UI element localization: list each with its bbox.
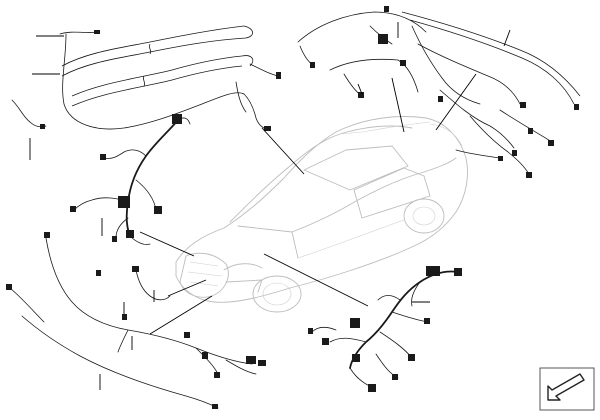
front-bumper-harness	[6, 232, 266, 409]
cable-duct	[61, 25, 254, 107]
leader-lines	[29, 22, 511, 390]
back-arrow-button[interactable]	[539, 367, 595, 411]
back-arrow-icon	[547, 373, 585, 401]
engine-harness	[70, 114, 191, 245]
roof-harness-tail	[469, 115, 532, 178]
door-harness-left	[11, 30, 281, 131]
vehicle-outline	[175, 116, 468, 313]
fog-light-lead	[132, 266, 171, 301]
body-main-harness	[308, 266, 462, 392]
headliner-harness	[297, 6, 581, 161]
